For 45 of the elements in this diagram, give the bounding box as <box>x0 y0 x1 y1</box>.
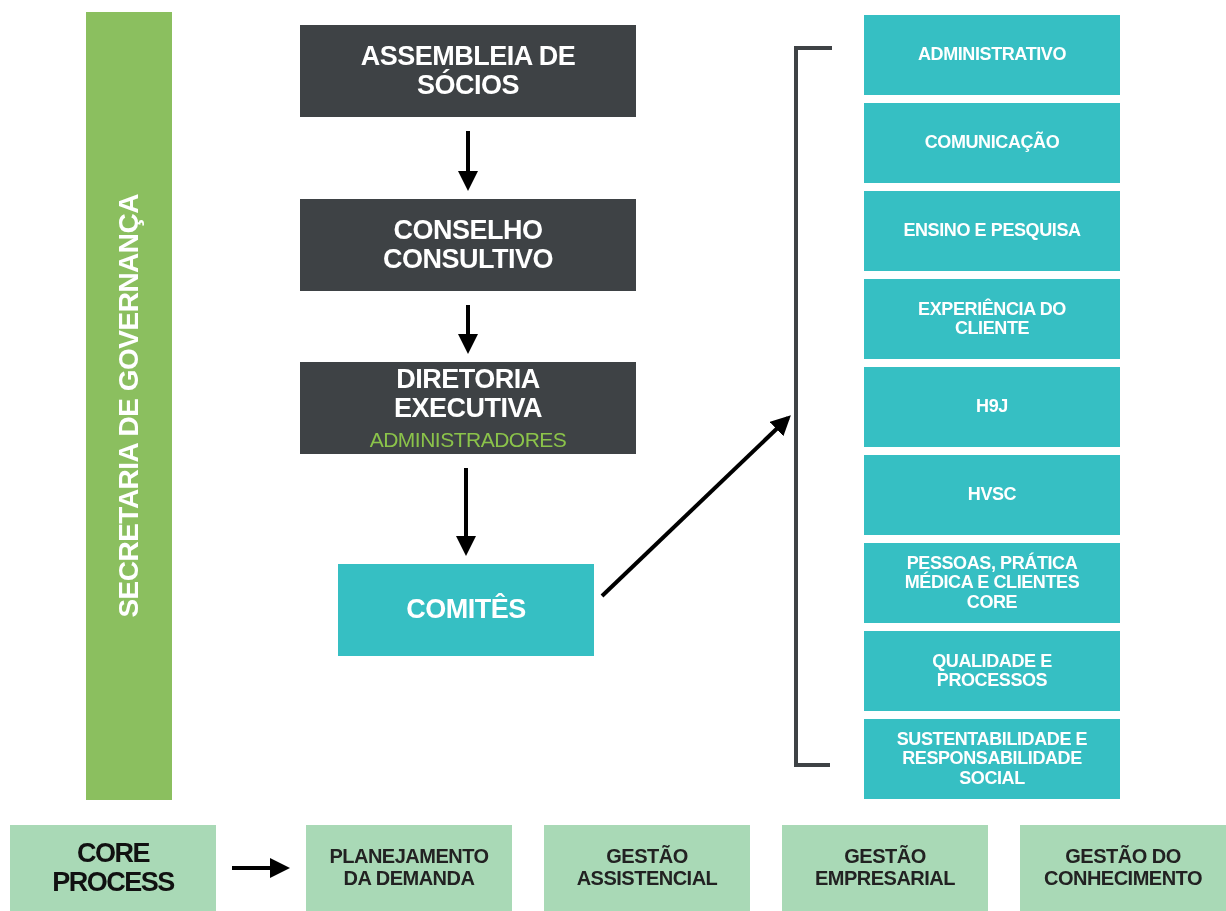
box-subtitle: ADMINISTRADORES <box>369 428 567 452</box>
box-title: GESTÃO EMPRESARIAL <box>813 846 957 890</box>
box-title: HVSC <box>967 485 1017 505</box>
box-title: CORE PROCESS <box>51 838 176 898</box>
arrow <box>600 415 791 598</box>
process-box <box>306 825 512 911</box>
process-box <box>782 825 988 911</box>
box-title: COMUNICAÇÃO <box>924 133 1060 153</box>
committee-box <box>864 455 1120 535</box>
process-box <box>544 825 750 911</box>
org-box <box>300 25 636 117</box>
box-title: ADMINISTRATIVO <box>917 45 1067 65</box>
committee-box <box>864 279 1120 359</box>
box-title: GESTÃO DO CONHECIMENTO <box>1042 846 1204 890</box>
box-title: COMITÊS <box>406 595 526 625</box>
box-title: CONSELHO CONSULTIVO <box>382 215 554 275</box>
arrow <box>232 858 290 878</box>
committee-box <box>864 367 1120 447</box>
org-box <box>300 362 636 454</box>
arrow <box>456 468 476 556</box>
committee-box <box>864 631 1120 711</box>
band-label: SECRETARIA DE GOVERNANÇA <box>113 194 145 618</box>
org-box <box>338 564 594 656</box>
box-title: H9J <box>976 397 1008 417</box>
arrow <box>458 305 478 354</box>
box-title: GESTÃO ASSISTENCIAL <box>575 846 719 890</box>
org-box <box>300 199 636 291</box>
box-title: DIRETORIA EXECUTIVA <box>393 364 543 423</box>
box-title: ASSEMBLEIA DE SÓCIOS <box>359 41 577 101</box>
process-box <box>10 825 216 911</box>
arrow <box>458 131 478 191</box>
box-title: ENSINO E PESQUISA <box>903 221 1081 241</box>
committee-box <box>864 103 1120 183</box>
box-title: PESSOAS, PRÁTICA MÉDICA E CLIENTES CORE <box>903 553 1081 613</box>
committee-box <box>864 191 1120 271</box>
box-title: QUALIDADE E PROCESSOS <box>931 651 1053 691</box>
bracket <box>794 46 834 767</box>
committee-box <box>864 543 1120 623</box>
committee-box <box>864 719 1120 799</box>
vertical-band <box>86 12 172 800</box>
committee-box <box>864 15 1120 95</box>
box-title: SUSTENTABILIDADE E RESPONSABILIDADE SOCIAL <box>895 729 1089 789</box>
process-box <box>1020 825 1226 911</box>
box-title: EXPERIÊNCIA DO CLIENTE <box>917 299 1067 339</box>
box-title: PLANEJAMENTO DA DEMANDA <box>328 846 490 890</box>
